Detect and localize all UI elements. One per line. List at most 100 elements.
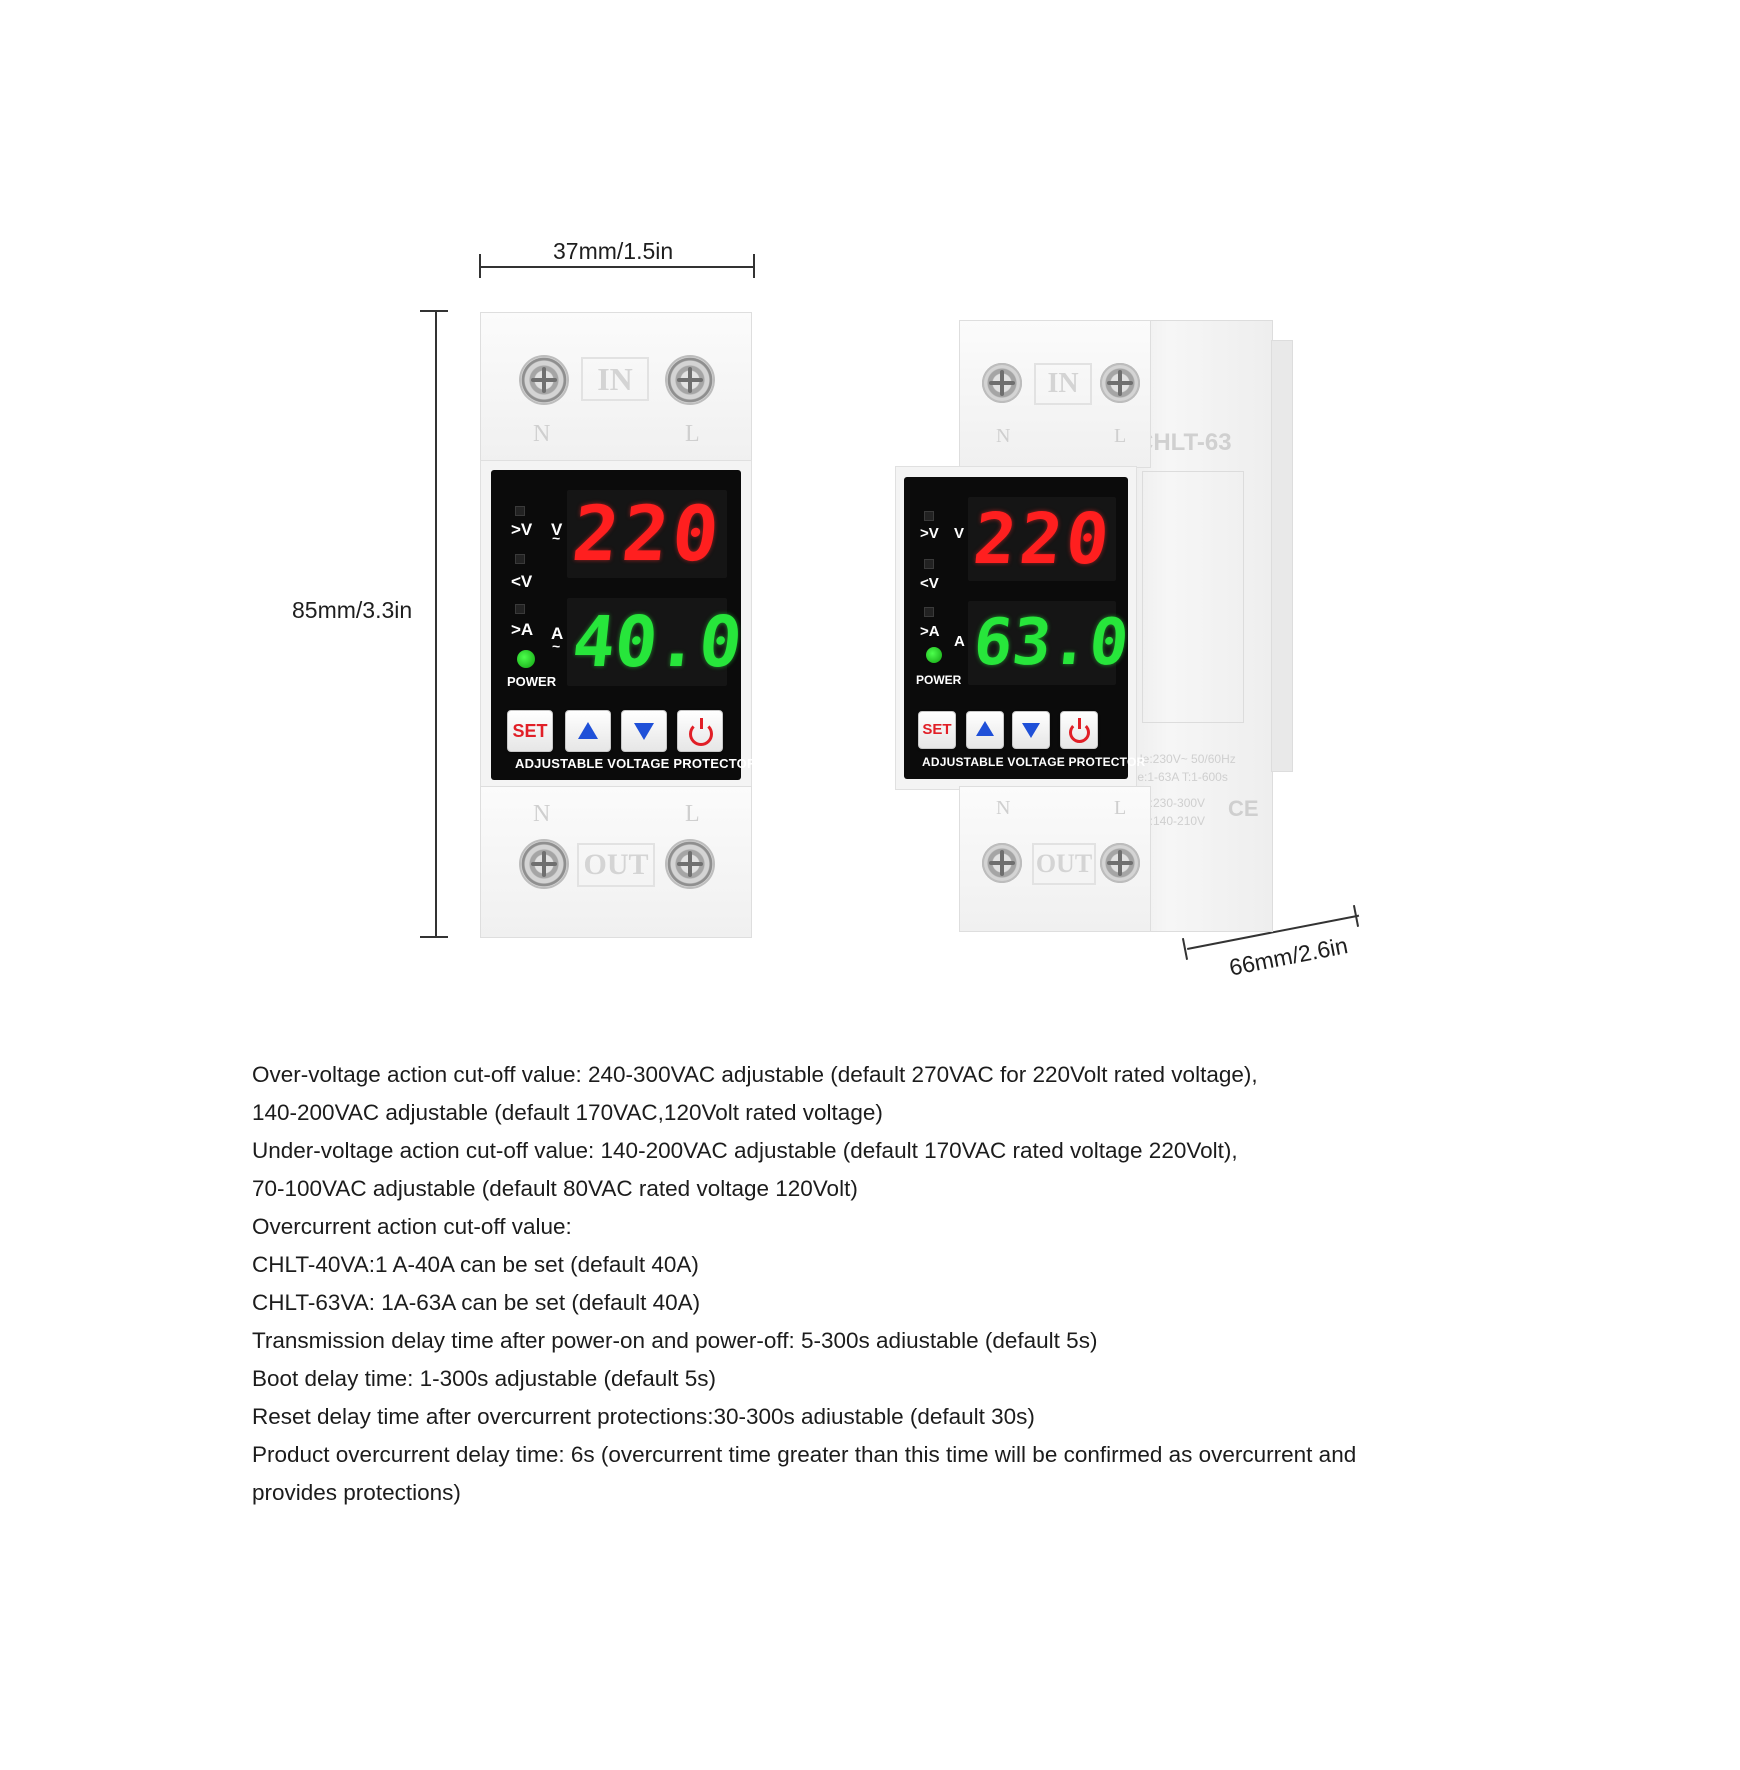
ac-symbol: ~ [552,530,561,546]
terminal-n-label: N [533,801,551,827]
spec-line: Transmission delay time after power-on a… [252,1328,1098,1353]
screw-icon[interactable] [519,839,569,889]
width-dimension-tick-right [753,254,755,278]
rating-line: >U:230-300V [1134,796,1206,810]
indicator-led [515,506,525,516]
panel-caption: ADJUSTABLE VOLTAGE PROTECTOR [922,755,1146,769]
voltage-unit: V [551,520,563,539]
top-terminal-block: IN N L [480,312,752,466]
indicator-led [515,554,525,564]
width-label: 37mm/1.5in [553,238,674,264]
arrow-up-icon [976,721,994,736]
ce-mark: CE [1228,796,1259,821]
voltage-display [968,497,1116,581]
down-button[interactable] [621,710,667,752]
display-screen: >V <V >A POWER V ~ A ~ 220 40.0 SET [491,470,756,780]
spec-line: Reset delay time after overcurrent prote… [252,1404,1035,1429]
terminal-l-label: L [1114,797,1127,819]
rating-line: Ie:1-63A T:1-600s [1134,770,1228,784]
panel-caption: ADJUSTABLE VOLTAGE PROTECTOR [515,756,757,771]
rating-line: <U:140-210V [1134,814,1206,828]
under-voltage-indicator: <V [920,575,939,592]
front-panel: >V <V >A POWER V ~ A ~ 220 40.0 SET [480,460,756,790]
power-icon [689,718,713,746]
power-led-icon [926,647,942,663]
power-icon [1069,718,1090,743]
over-voltage-indicator: >V [920,525,939,542]
side-device: CHLT-63 Ue:230V~ 50/60Hz Ie:1-63A T:1-60… [895,320,1355,940]
display-screen: >V <V >A POWER V A 220 63.0 SET [904,477,1145,779]
over-voltage-indicator: >V [511,520,533,539]
terminal-l-label: L [685,801,700,827]
width-dimension-tick-left [479,254,481,278]
model-label: CHLT-63 [1136,429,1232,456]
screw-icon[interactable] [665,839,715,889]
screw-icon[interactable] [1100,363,1140,403]
indicator-led [924,559,934,569]
terminal-out-label: OUT [577,843,655,887]
spec-line: Overcurrent action cut-off value: [252,1214,572,1239]
din-rail-clip [1271,340,1293,772]
ac-symbol: ~ [552,638,561,654]
front-panel: >V <V >A POWER V A 220 63.0 SET [895,466,1145,790]
current-reading: 40.0 [568,601,746,683]
indicator-led [515,604,525,614]
terminal-n-label: N [996,797,1011,819]
rating-line: Ue:230V~ 50/60Hz [1134,752,1236,766]
height-label: 85mm/3.3in [292,597,413,623]
screw-icon[interactable] [665,355,715,405]
power-led-icon [517,650,535,668]
terminal-out-label: OUT [1032,843,1096,885]
spec-line: CHLT-63VA: 1A-63A can be set (default 40… [252,1290,701,1315]
height-dimension-tick-bottom [420,936,448,938]
terminal-n-label: N [533,421,551,447]
voltage-reading: 220 [568,489,728,578]
voltage-unit: V [954,525,965,542]
top-terminal-block: IN N L [959,320,1151,468]
spec-line: provides protections) [252,1480,461,1505]
set-button[interactable]: SET [918,711,956,749]
arrow-up-icon [578,722,598,739]
down-button[interactable] [1012,711,1050,749]
bottom-terminal-block: N L OUT [480,786,752,938]
height-dimension-line [435,310,437,937]
indicator-led [924,607,934,617]
under-voltage-indicator: <V [511,572,533,591]
set-button-label: SET [512,721,548,741]
bottom-terminal-block: N L OUT [959,786,1151,932]
power-button[interactable] [677,710,723,752]
over-current-indicator: >A [920,623,940,640]
terminal-in-label: IN [581,357,649,401]
screw-icon[interactable] [519,355,569,405]
terminal-l-label: L [685,421,700,447]
spec-line: 70-100VAC adjustable (default 80VAC rate… [252,1176,858,1201]
voltage-reading: 220 [969,498,1117,580]
arrow-down-icon [634,723,654,740]
spec-line: Product overcurrent delay time: 6s (over… [252,1442,1357,1467]
over-current-indicator: >A [511,620,534,639]
current-unit: A [551,624,564,643]
spec-line: Over-voltage action cut-off value: 240-3… [252,1062,1258,1087]
screw-icon[interactable] [982,363,1022,403]
spec-line: Boot delay time: 1-300s adjustable (defa… [252,1366,717,1391]
spec-line: 140-200VAC adjustable (default 170VAC,12… [252,1100,883,1125]
current-unit: A [954,633,965,650]
up-button[interactable] [565,710,611,752]
spec-line: CHLT-40VA:1 A-40A can be set (default 40… [252,1252,699,1277]
height-dimension-tick-top [420,310,448,312]
set-button-label: SET [922,721,952,738]
power-label: POWER [916,673,962,687]
wiring-diagram [1142,471,1244,723]
screw-icon[interactable] [1100,843,1140,883]
arrow-down-icon [1022,723,1040,738]
power-button[interactable] [1060,711,1098,749]
width-dimension-line [479,266,754,268]
up-button[interactable] [966,711,1004,749]
set-button[interactable]: SET [507,710,553,752]
spec-line: Under-voltage action cut-off value: 140-… [252,1138,1238,1163]
current-display [567,598,727,686]
power-label: POWER [507,674,557,689]
indicator-led [924,511,934,521]
current-reading: 63.0 [970,606,1133,680]
screw-icon[interactable] [982,843,1022,883]
